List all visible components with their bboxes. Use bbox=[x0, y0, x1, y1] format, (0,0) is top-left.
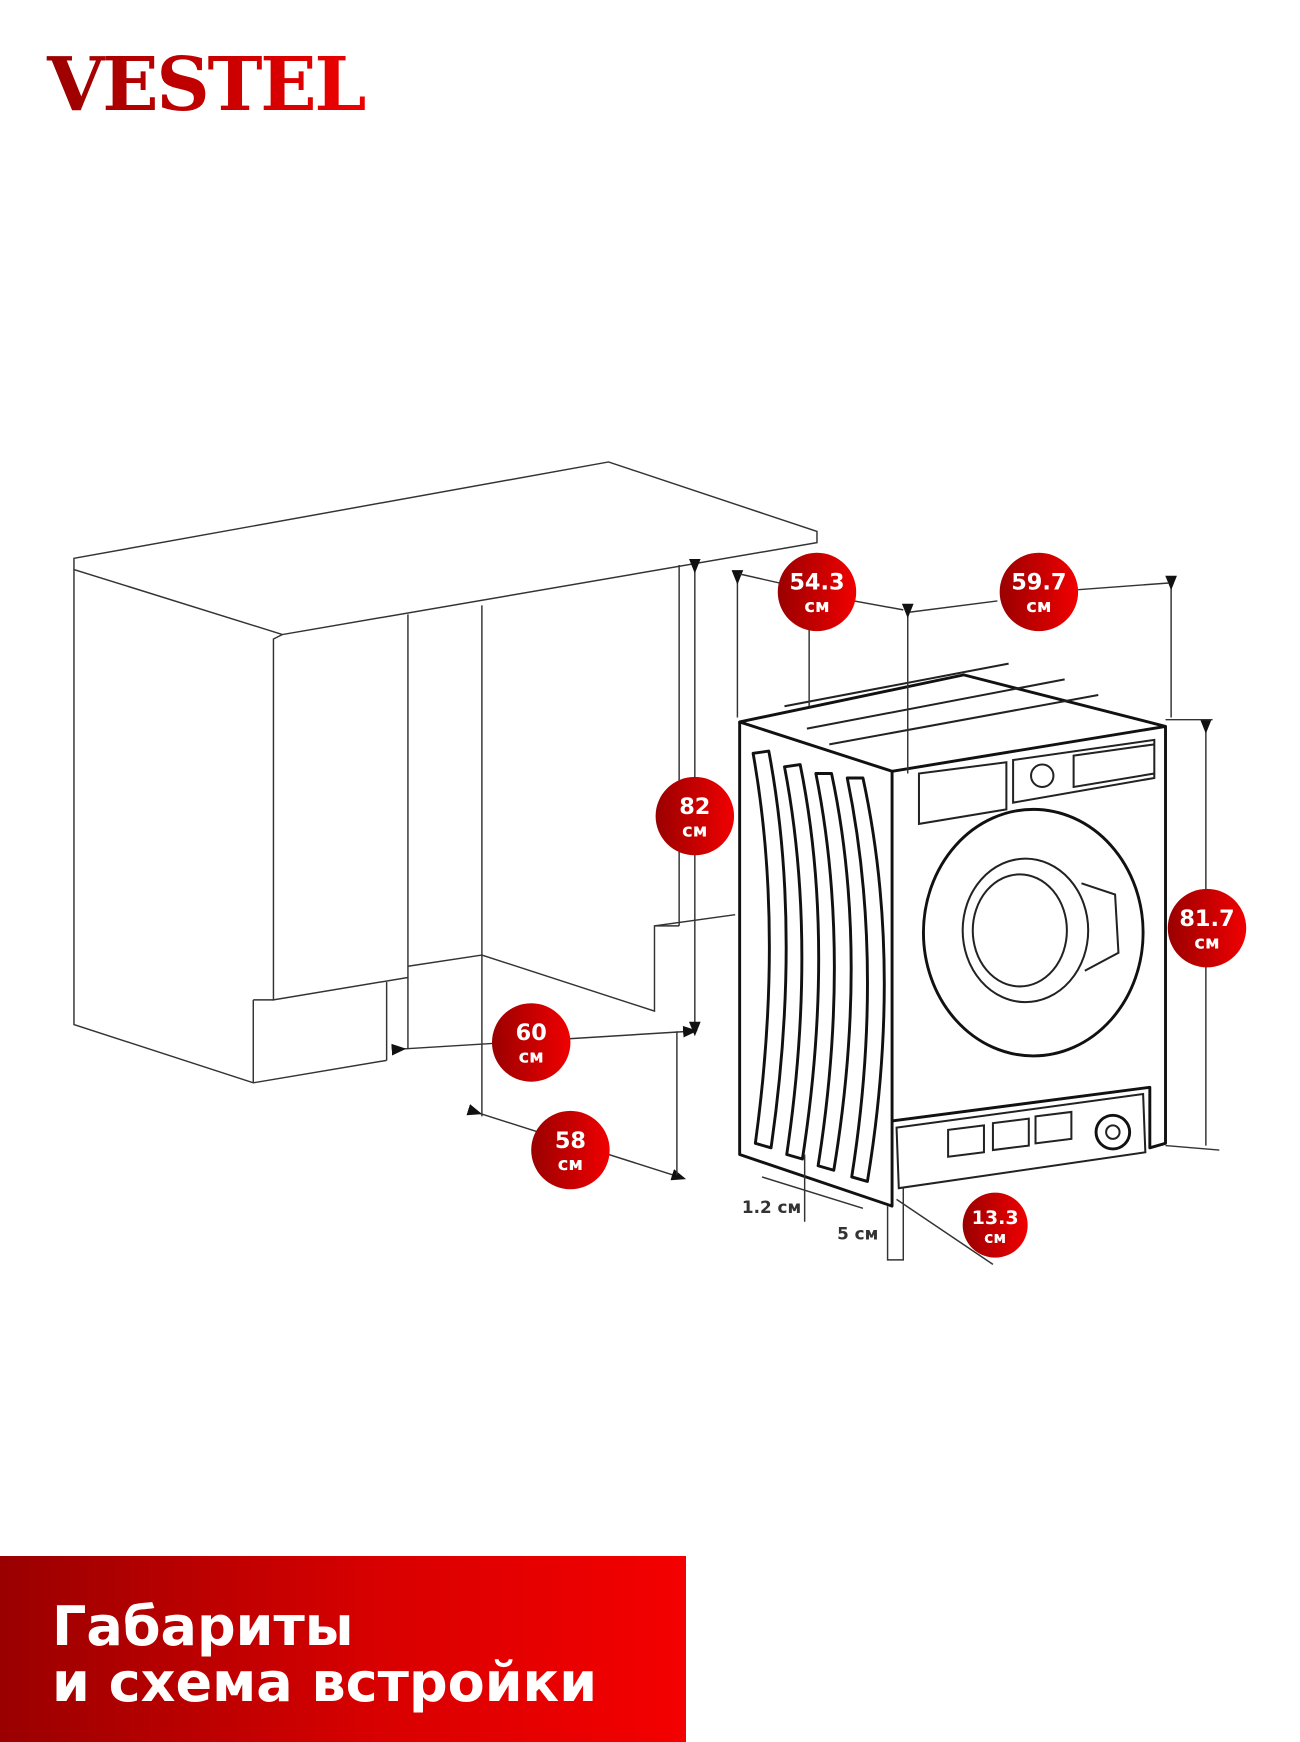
badge-niche-height: 82 см bbox=[655, 776, 735, 856]
kitchen-cabinet bbox=[73, 461, 818, 1084]
badge-plinth-depth: 13.3 см bbox=[962, 1192, 1028, 1258]
svg-text:см: см bbox=[984, 1228, 1006, 1247]
badge-width-top: 59.7 см bbox=[999, 552, 1079, 632]
svg-text:см: см bbox=[519, 1047, 544, 1068]
svg-text:60: 60 bbox=[516, 1020, 547, 1046]
svg-text:54.3: 54.3 bbox=[789, 570, 844, 596]
vestel-logo: VESTEL bbox=[46, 42, 365, 128]
foot-gap-label: 1.2 см bbox=[742, 1197, 801, 1217]
banner-title-line1: Габариты bbox=[52, 1595, 354, 1658]
svg-text:59.7: 59.7 bbox=[1011, 570, 1066, 596]
title-banner: Габариты и схема встройки bbox=[0, 1556, 686, 1742]
svg-text:82: 82 bbox=[679, 794, 710, 820]
svg-text:см: см bbox=[1194, 932, 1219, 953]
badge-depth-top: 54.3 см bbox=[777, 552, 857, 632]
svg-text:см: см bbox=[682, 820, 707, 841]
svg-text:см: см bbox=[558, 1154, 583, 1175]
badge-niche-depth: 58 см bbox=[531, 1110, 610, 1190]
plinth-offset-label: 5 см bbox=[837, 1224, 878, 1244]
svg-text:58: 58 bbox=[555, 1128, 586, 1154]
svg-text:см: см bbox=[1026, 596, 1051, 617]
badge-niche-width: 60 см bbox=[491, 1003, 571, 1082]
washing-machine bbox=[738, 662, 1167, 1208]
svg-text:13.3: 13.3 bbox=[972, 1207, 1019, 1229]
badge-machine-height: 81.7 см bbox=[1167, 888, 1247, 968]
svg-text:см: см bbox=[804, 596, 829, 617]
banner-title-line2: и схема встройки bbox=[52, 1651, 598, 1714]
svg-text:81.7: 81.7 bbox=[1179, 906, 1234, 932]
